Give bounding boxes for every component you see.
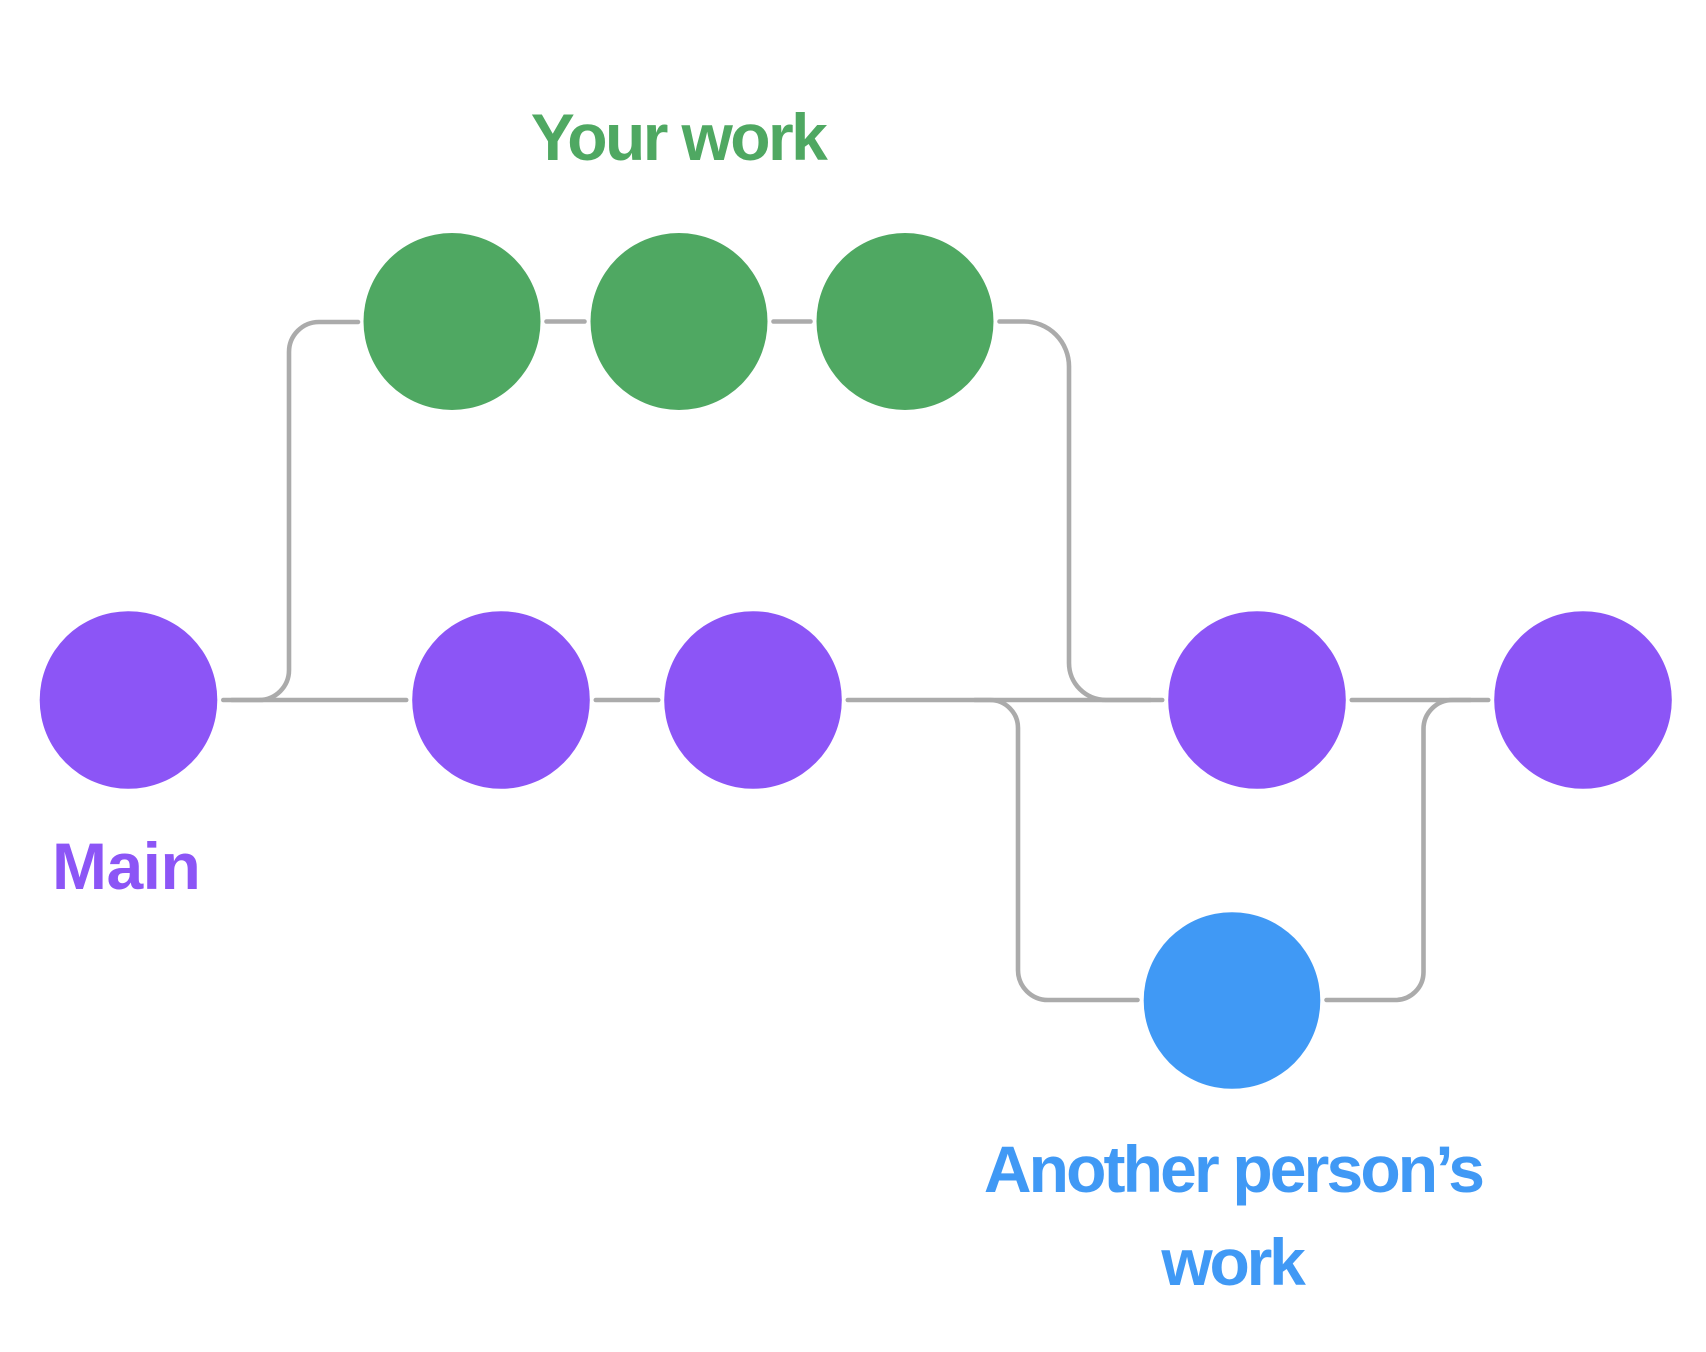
svg-text:work: work — [1160, 1225, 1306, 1299]
svg-text:Your work: Your work — [531, 100, 828, 174]
svg-text:Main: Main — [52, 829, 200, 903]
svg-text:Another person’s: Another person’s — [984, 1132, 1482, 1206]
